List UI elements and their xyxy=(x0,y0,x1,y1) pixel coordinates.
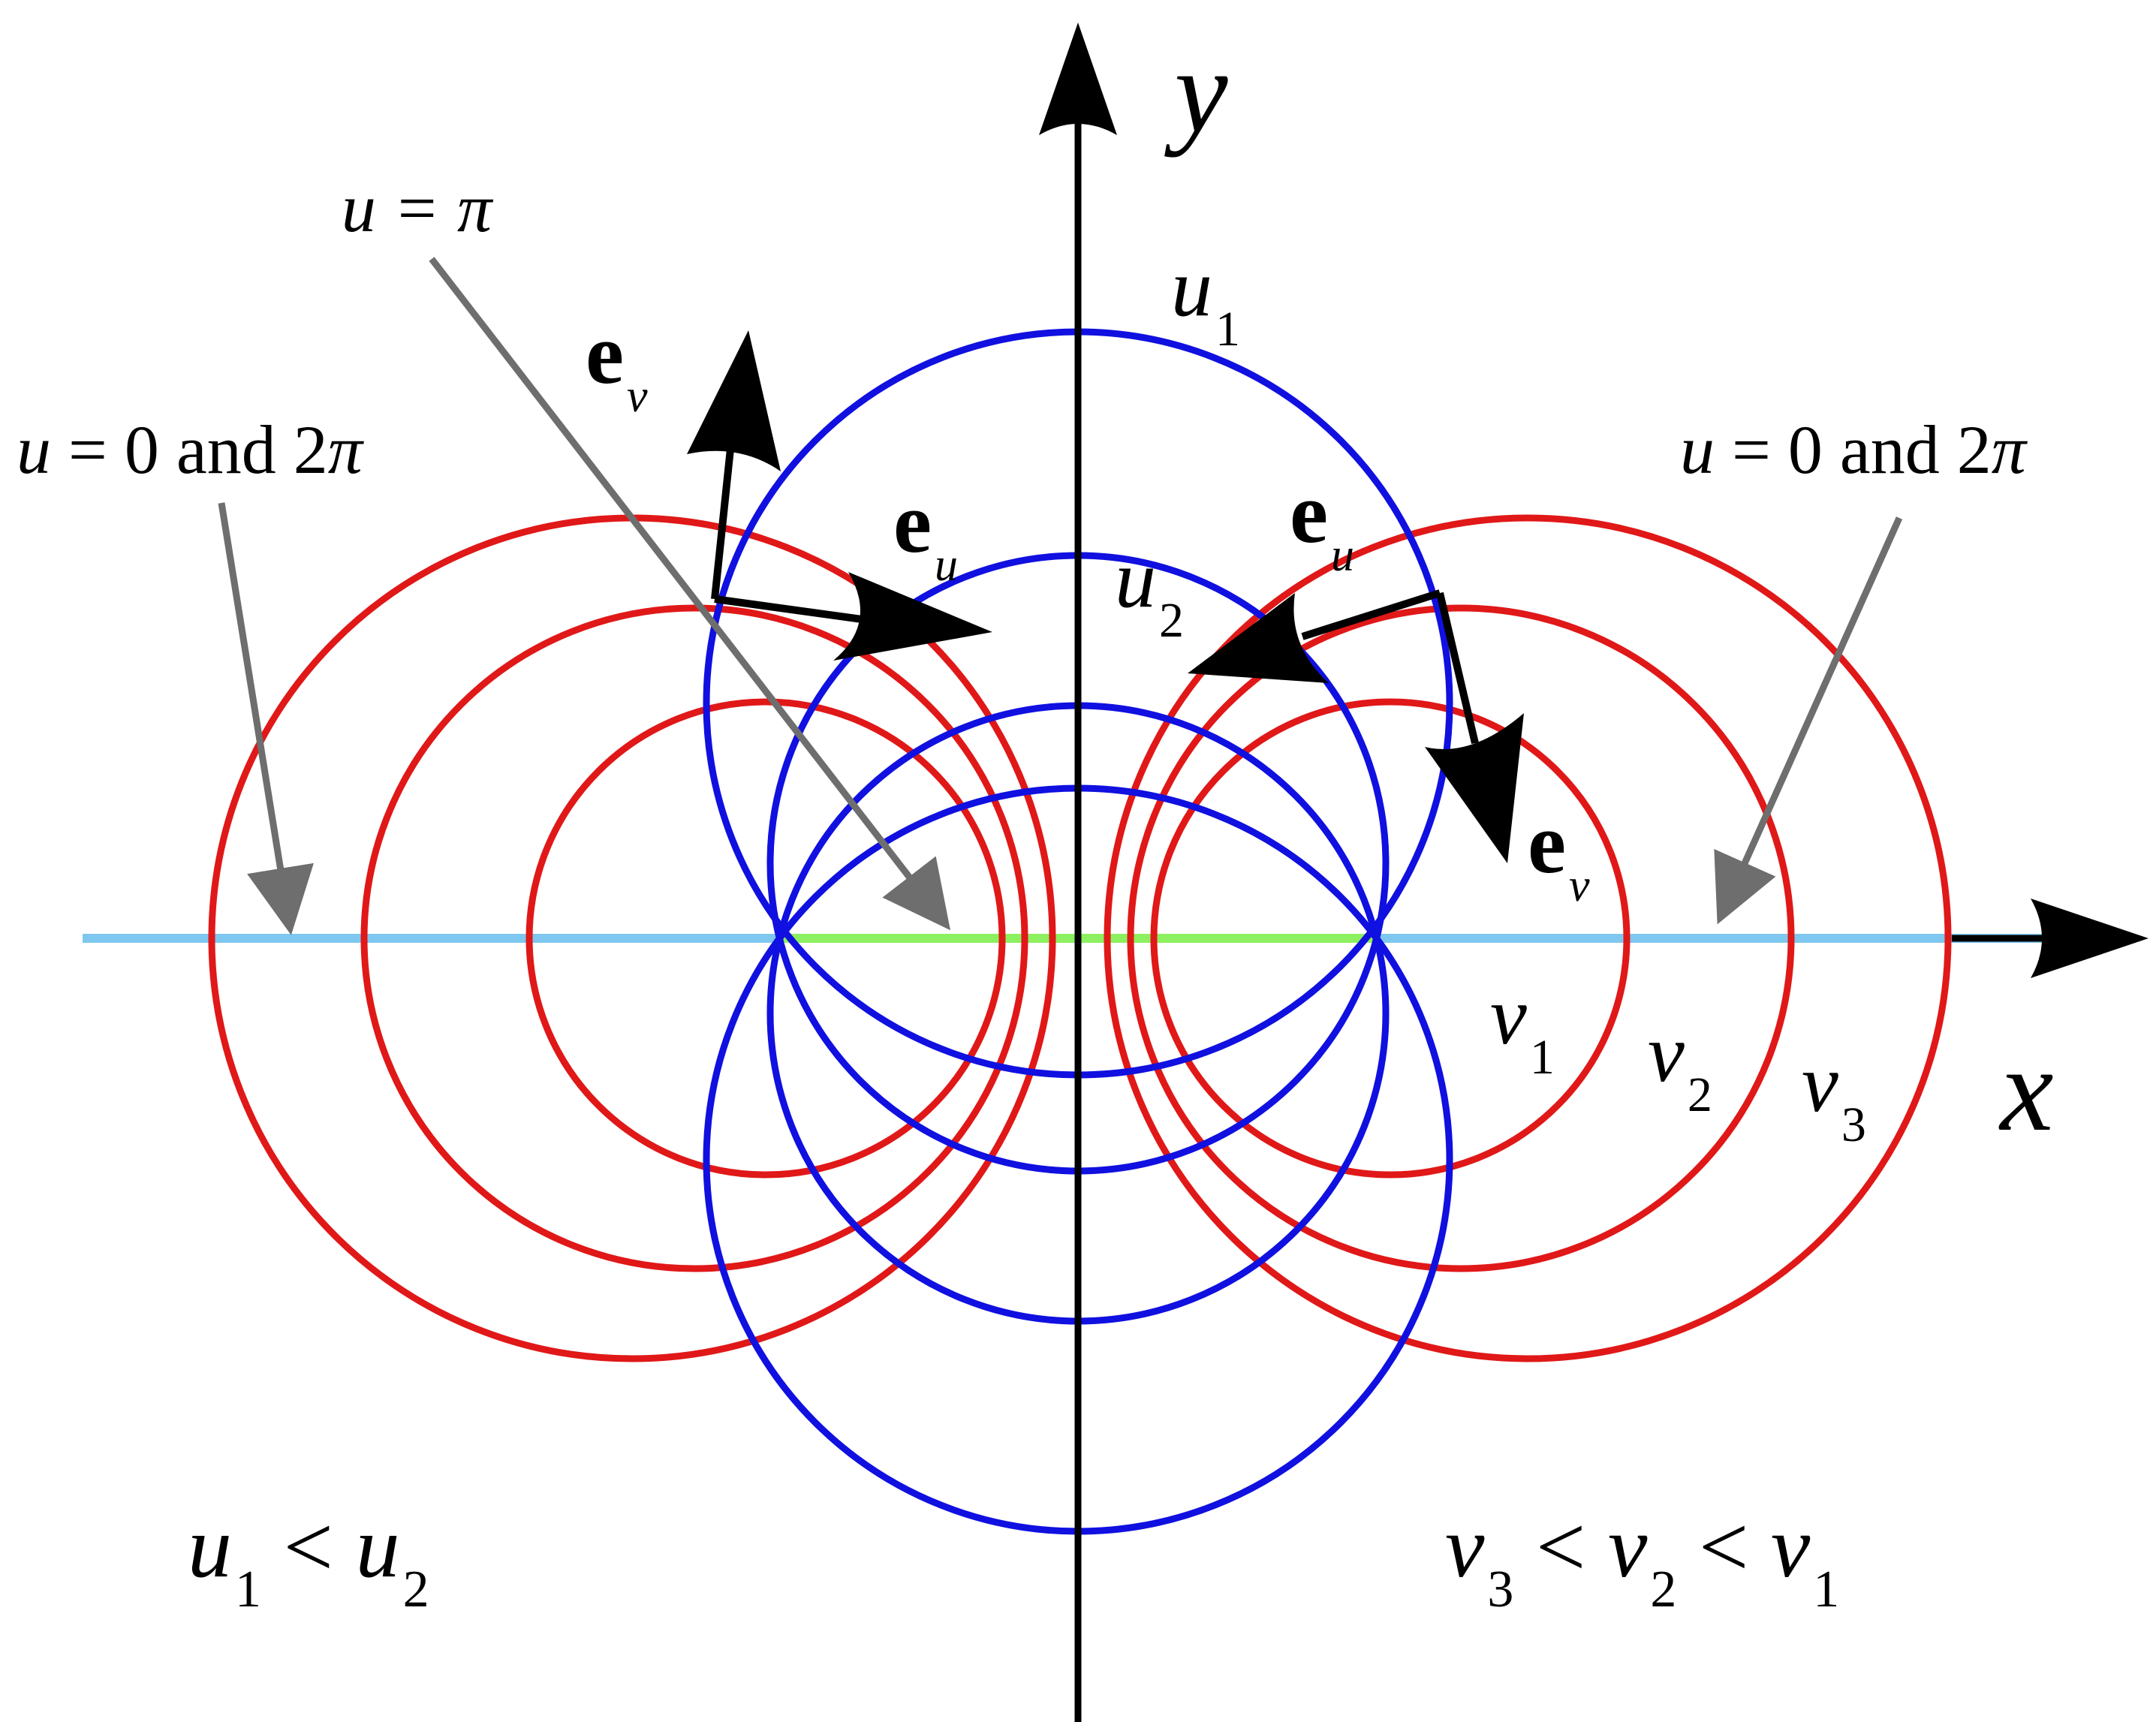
u-zero-right-arrow xyxy=(1714,516,1903,925)
v1-circle-right xyxy=(1150,698,1631,1179)
u-curve-labels: u1 u2 xyxy=(1115,242,1240,648)
u-order-inequality: u1 < u2 xyxy=(188,1498,429,1618)
v3-label: v3 xyxy=(1802,1037,1866,1152)
u2-label: u2 xyxy=(1115,533,1184,648)
v1-circle-left xyxy=(525,698,1006,1179)
v2-label: v2 xyxy=(1648,1007,1712,1122)
eu-left-label: eu xyxy=(893,475,958,591)
ev-right-label: ev xyxy=(1528,796,1590,911)
coordinate-axes: x y xyxy=(1039,23,2148,1722)
u-pi-annotation: u = π xyxy=(342,170,494,246)
v-curve-labels: v1 v2 v3 xyxy=(1490,970,1866,1152)
u-zero-left-annotation: u = 0 and 2π xyxy=(17,411,365,488)
basis-vectors-left: ev eu xyxy=(586,306,992,661)
v3-circle-right xyxy=(1104,514,1952,1362)
u1-label: u1 xyxy=(1171,242,1240,357)
inequalities: u1 < u2 v3 < v2 < v1 xyxy=(188,1498,1839,1618)
v2-circle-right xyxy=(1127,604,1795,1272)
annotation-texts: u = π u = 0 and 2π u = 0 and 2π xyxy=(17,170,2028,488)
eu-left-arrowhead xyxy=(833,572,992,661)
ev-left-label: ev xyxy=(586,306,648,422)
y-axis-arrowhead xyxy=(1039,23,1117,135)
eu-left-shaft xyxy=(714,595,879,625)
eu-right-shaft xyxy=(1301,589,1441,640)
annotation-arrows xyxy=(218,257,1903,935)
v-order-inequality: v3 < v2 < v1 xyxy=(1445,1498,1839,1618)
x-axis-label: x xyxy=(1998,1022,2053,1156)
eu-right-label: eu xyxy=(1290,465,1354,581)
v2-circle-left xyxy=(360,604,1028,1272)
ev-right-arrowhead xyxy=(1425,713,1524,863)
basis-vectors-right: eu ev xyxy=(1188,465,1590,911)
u-zero-right-annotation: u = 0 and 2π xyxy=(1680,411,2028,488)
ev-right-shaft xyxy=(1436,592,1479,745)
y-axis-label: y xyxy=(1164,24,1228,158)
x-axis-arrowhead xyxy=(2031,899,2148,978)
ev-left-arrowhead xyxy=(687,330,781,471)
v1-label: v1 xyxy=(1490,970,1555,1085)
u-zero-left-arrow xyxy=(218,502,314,935)
eu-right-arrowhead xyxy=(1188,593,1329,683)
u-pi-arrow xyxy=(429,257,951,931)
